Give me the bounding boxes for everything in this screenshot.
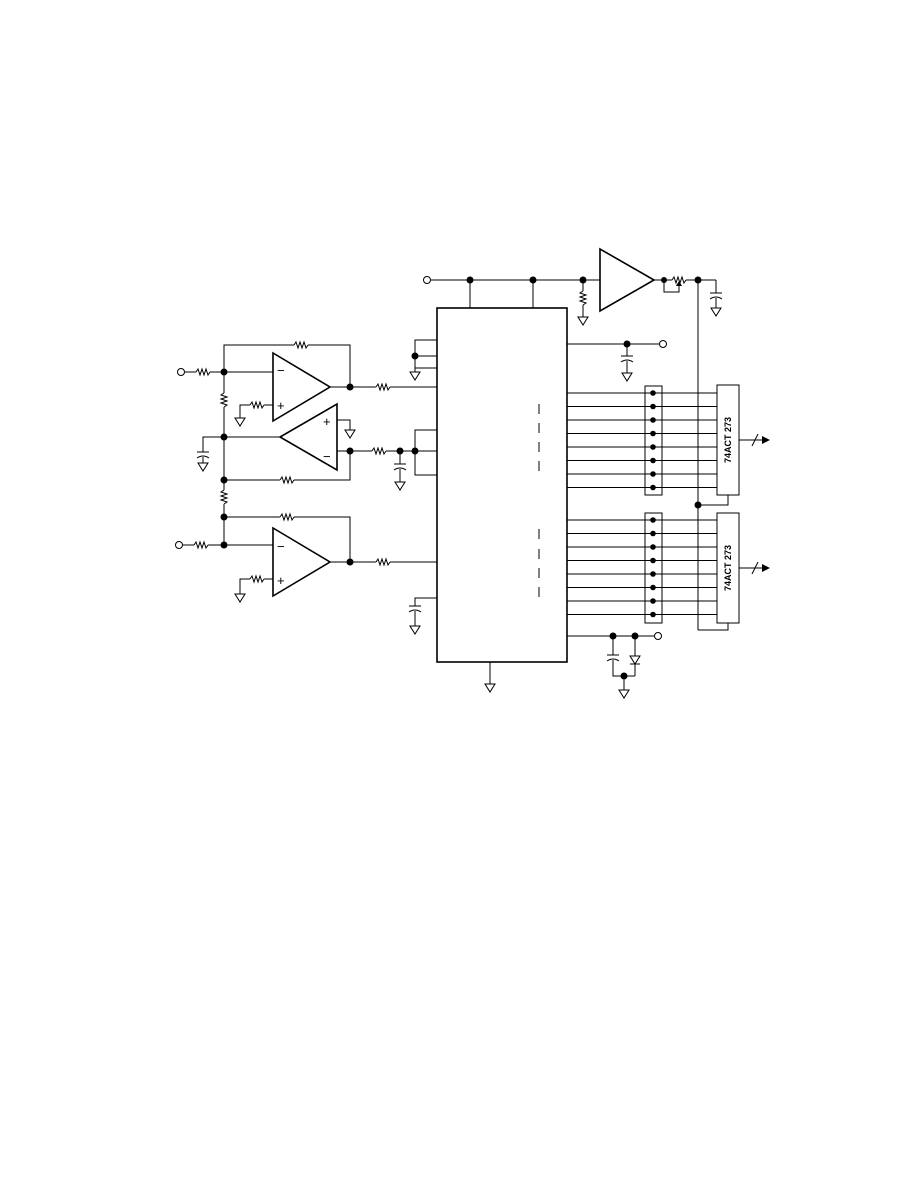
svg-text:+: + (323, 414, 331, 429)
opamp-top: − + (177, 341, 437, 437)
pack-dot (650, 544, 656, 550)
svg-text:−: − (277, 363, 285, 378)
right-supply-lower (567, 632, 662, 699)
resistor-pack-dots (650, 390, 656, 618)
svg-text:+: + (277, 573, 285, 588)
reference-buffer (599, 247, 723, 630)
resistor-pack-lower (644, 512, 663, 624)
svg-text:−: − (277, 539, 285, 554)
pack-dot (650, 457, 656, 464)
opamp-bottom: − + (175, 513, 437, 603)
pack-dot (650, 571, 656, 577)
pack-dot (650, 584, 656, 591)
pack-dot (650, 430, 656, 437)
pack-dot (650, 471, 656, 477)
pack-dot (650, 517, 656, 523)
pack-dot (650, 444, 656, 450)
pack-dot (650, 598, 656, 604)
pack-dot (650, 557, 656, 564)
chip-ground (484, 662, 496, 693)
latch-upper-label: 74ACT 273 (723, 417, 733, 463)
supply-terminal-lower (654, 632, 662, 640)
input-terminal-bottom (175, 541, 183, 549)
latch-clock-wiring (694, 495, 729, 631)
left-bypass-top (409, 339, 437, 381)
data-bus-upper (567, 392, 717, 488)
opamp-middle: + − (196, 402, 437, 521)
supply-terminal-top (423, 276, 431, 284)
data-bus-lower (567, 519, 717, 615)
latch-lower-output (739, 561, 770, 575)
svg-text:+: + (277, 398, 285, 413)
pack-dot (650, 390, 656, 396)
adc-chip (436, 307, 568, 663)
left-bypass-bottom (408, 597, 437, 635)
pack-dot (650, 530, 656, 537)
latch-lower-label: 74ACT 273 (723, 545, 733, 591)
right-supply-upper (567, 340, 667, 382)
input-terminal-top (177, 368, 185, 376)
pack-dot (650, 484, 656, 491)
latch-upper-output (739, 433, 770, 447)
pack-dot (650, 611, 656, 618)
pack-dot (650, 403, 656, 410)
top-supply-net (423, 276, 600, 326)
resistor-pack-upper (644, 385, 663, 496)
pack-dot (650, 417, 656, 423)
svg-text:−: − (323, 449, 331, 464)
